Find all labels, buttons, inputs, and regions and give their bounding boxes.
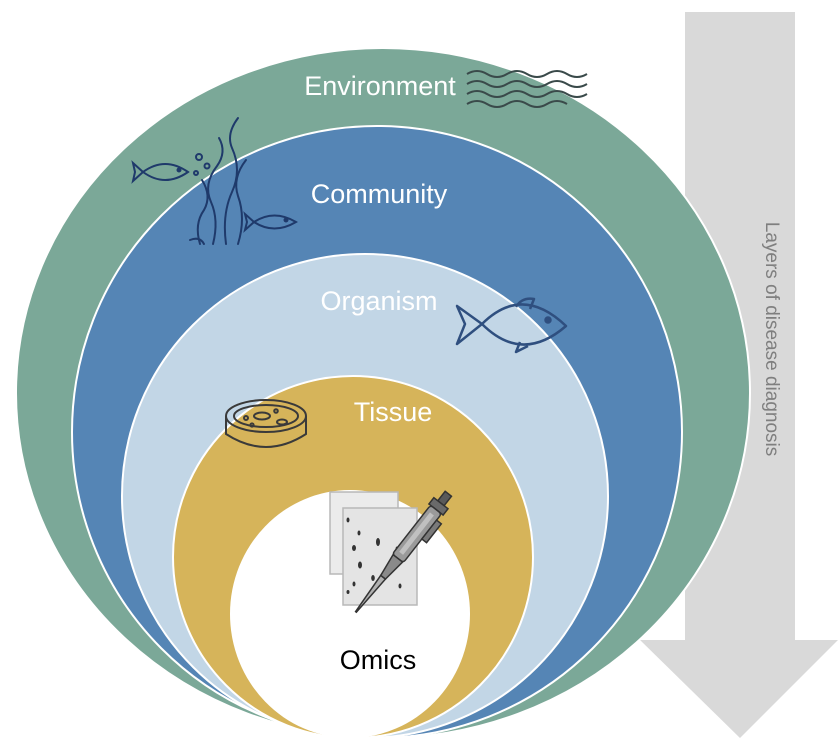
pipette-icon bbox=[354, 490, 453, 614]
waves-icon bbox=[466, 70, 588, 108]
layer-rings bbox=[15, 47, 751, 738]
label-organism: Organism bbox=[320, 286, 437, 316]
label-community: Community bbox=[311, 179, 448, 209]
petri-dish-icon bbox=[225, 399, 307, 448]
arrow-label: Layers of disease diagnosis bbox=[761, 222, 782, 456]
label-omics: Omics bbox=[340, 645, 417, 675]
fish-icon bbox=[455, 297, 568, 354]
seaweed-fish-icon bbox=[131, 117, 298, 245]
label-tissue: Tissue bbox=[354, 397, 433, 427]
label-environment: Environment bbox=[304, 71, 456, 101]
